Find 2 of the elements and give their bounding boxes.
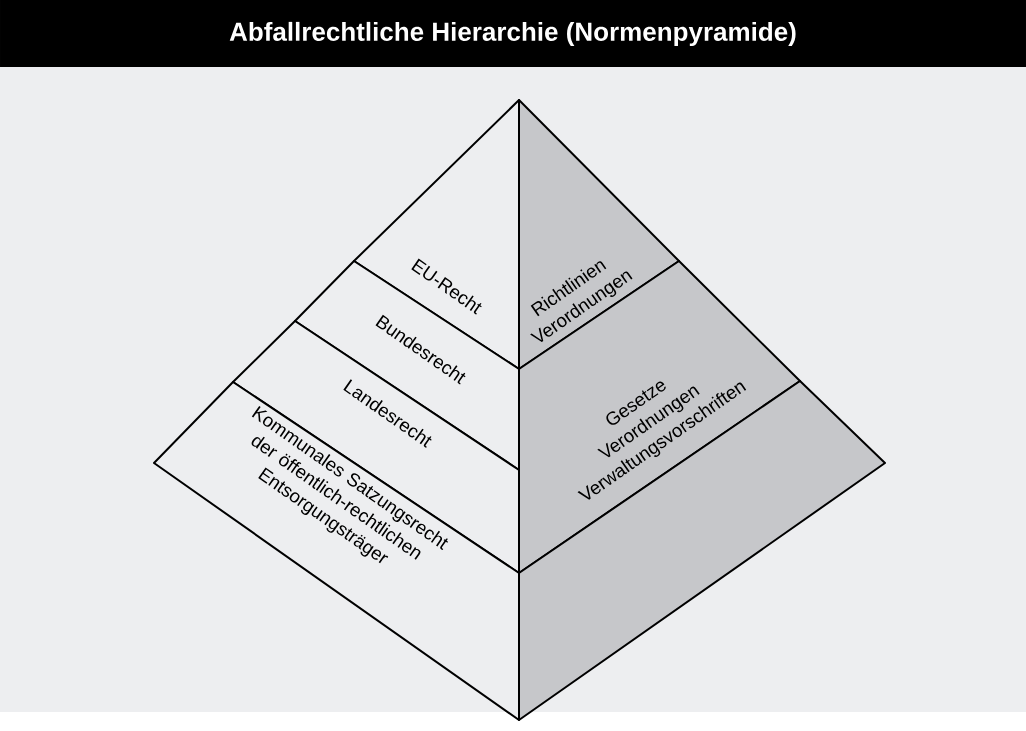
pyramid-band	[518, 380, 886, 721]
title-bar: Abfallrechtliche Hierarchie (Normenpyramide)	[0, 0, 1026, 67]
